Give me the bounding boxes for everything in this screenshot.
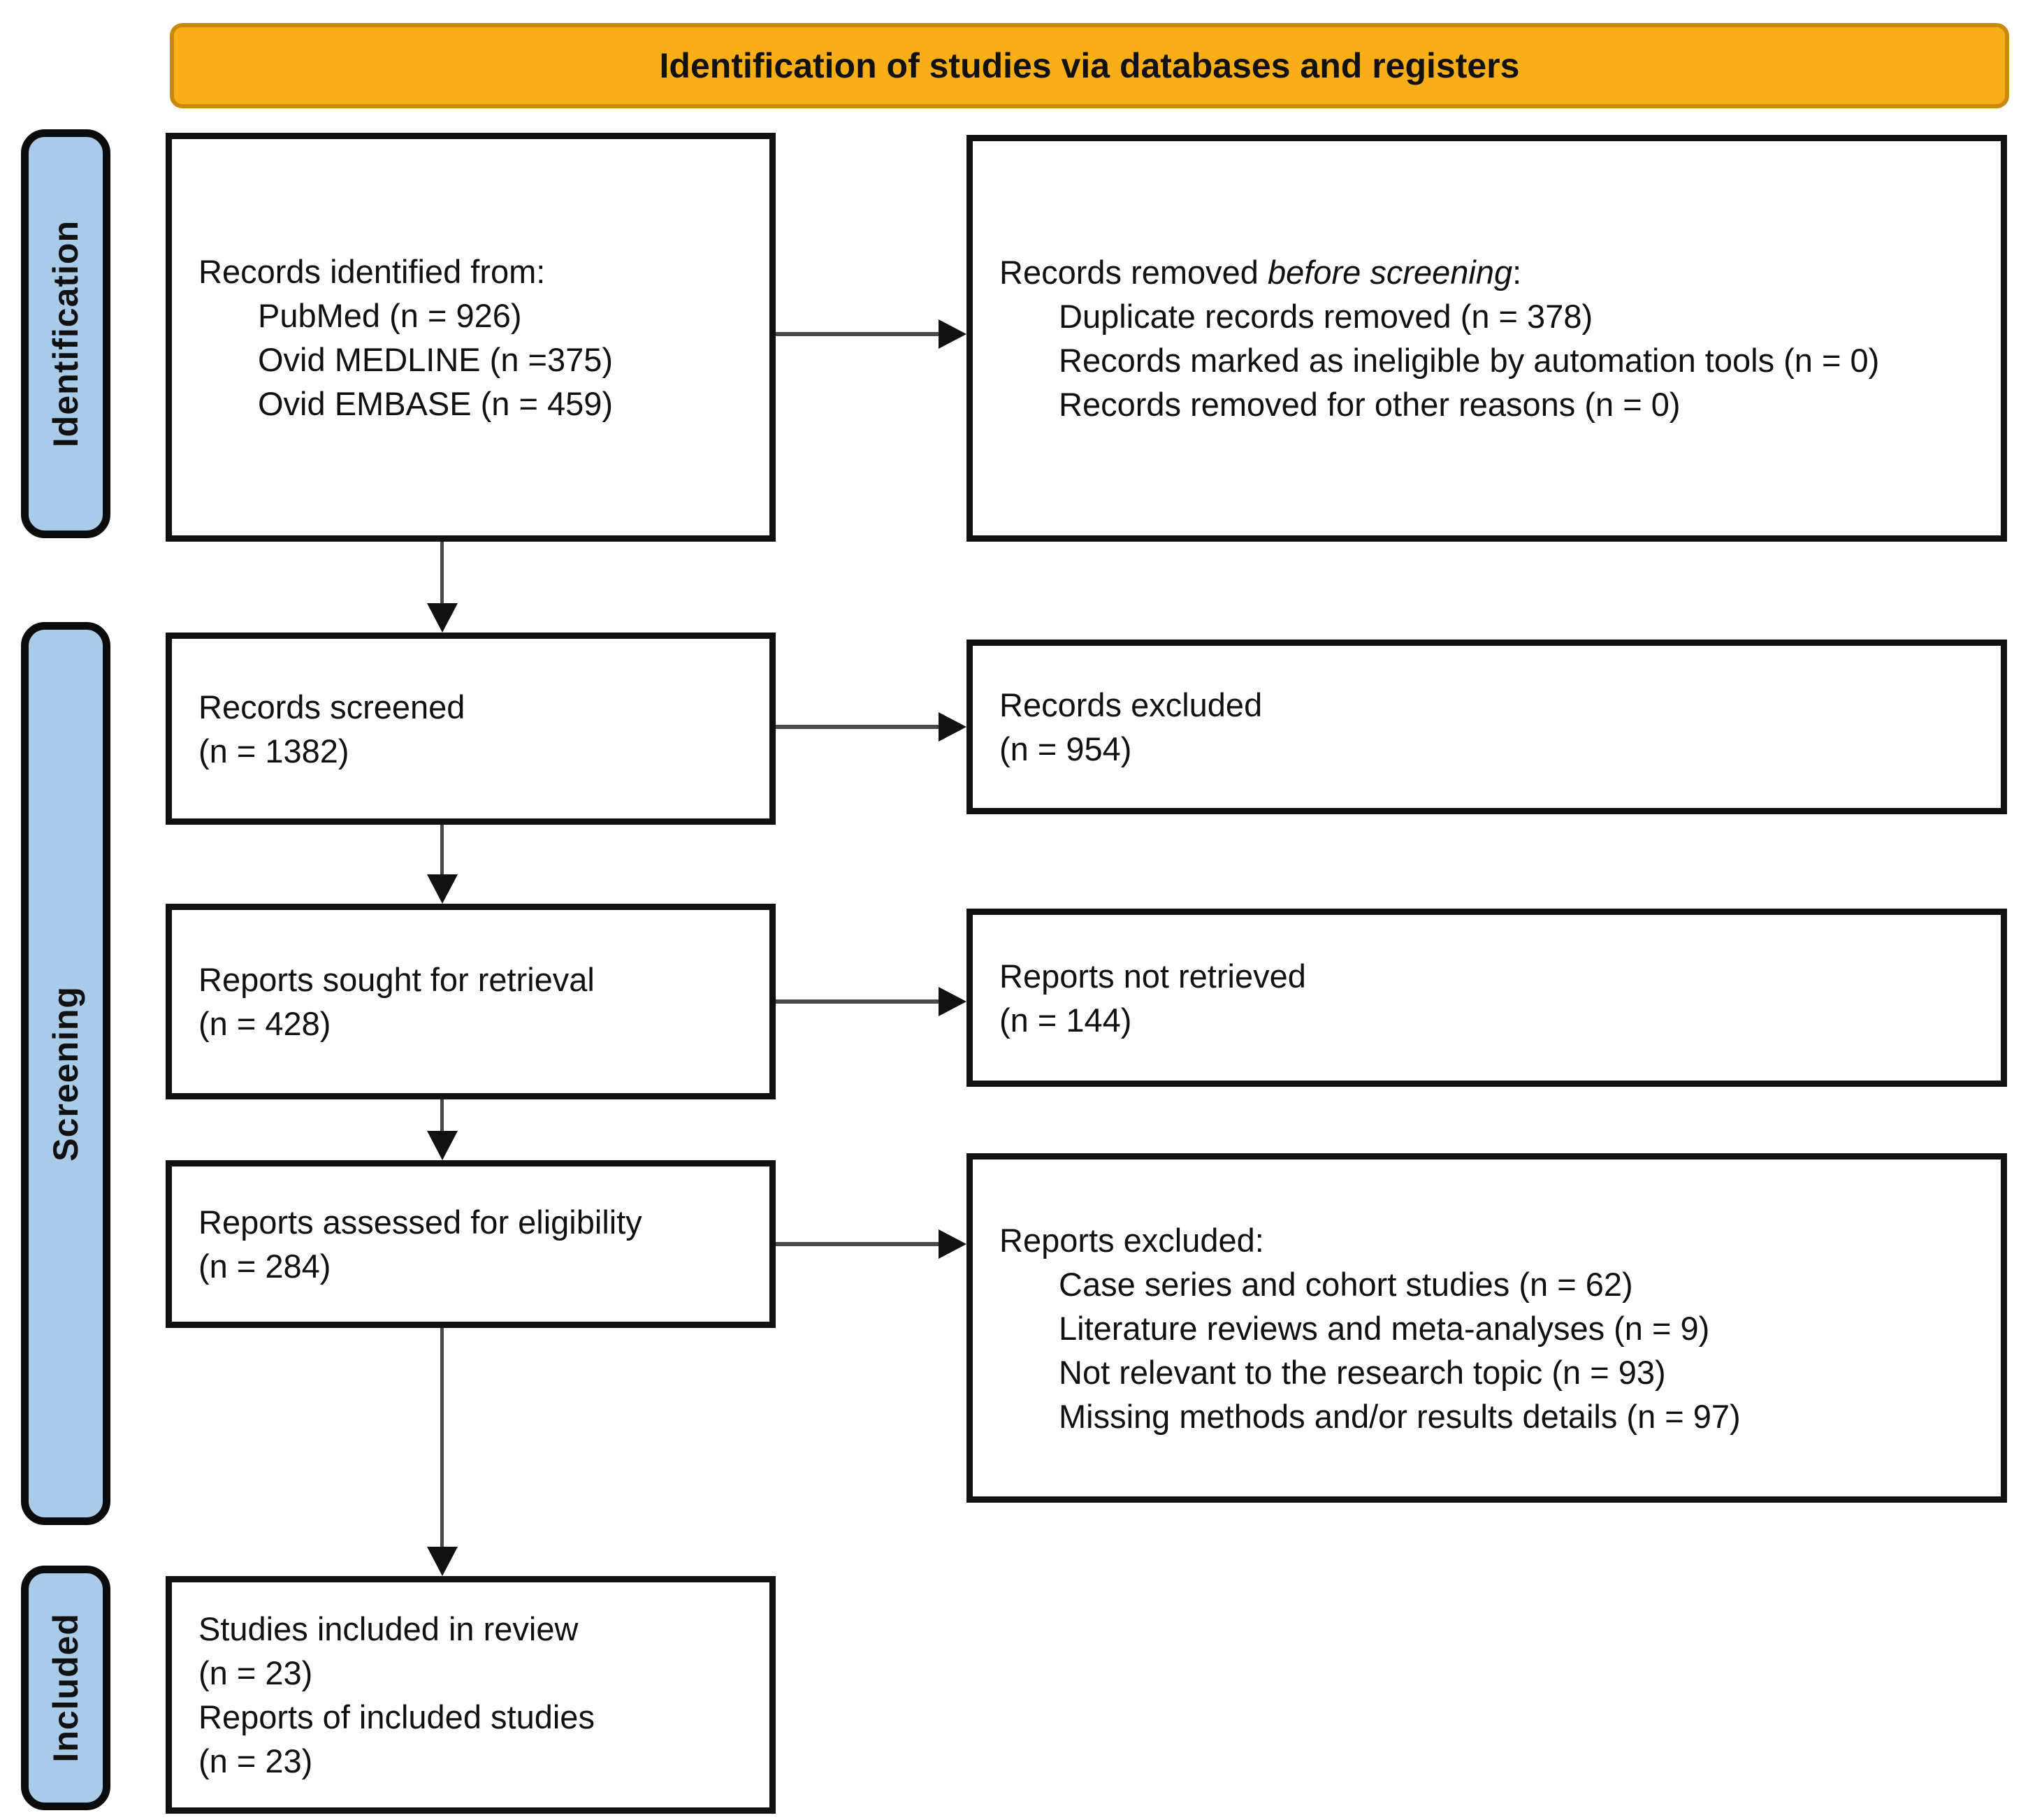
box-text-line: (n = 428) [198, 1005, 331, 1042]
box-text-line: Records removed for other reasons (n = 0… [1059, 386, 1681, 423]
box-text-line: Reports not retrieved [999, 957, 1306, 995]
box-reports-assessed-for-eligibility: Reports assessed for eligibility (n = 284… [166, 1160, 776, 1328]
banner-title: Identification of studies via databases … [659, 46, 1520, 85]
box-text-line: Records identified from: [198, 252, 546, 290]
box-text-line: (n = 1382) [198, 732, 349, 770]
banner: Identification of studies via databases … [170, 23, 2009, 108]
arrow-identified-to-removed-head-icon [939, 319, 966, 349]
box-text-line: Duplicate records removed (n = 378) [1059, 298, 1593, 335]
box-studies-included-in-review: Studies included in review (n = 23) Report… [166, 1576, 776, 1814]
box-text-line: Reports assessed for eligibility [198, 1204, 642, 1241]
arrow-screened-to-excluded-line [776, 725, 941, 729]
arrow-sought-to-assessed-head-icon [427, 1131, 458, 1160]
stage-label-included-text: Included [46, 1613, 85, 1763]
stage-label-screening-text: Screening [46, 985, 85, 1162]
box-text-line: PubMed (n = 926) [258, 296, 522, 334]
box-text-line: (n = 954) [999, 730, 1132, 767]
box-text-line: (n = 23) [198, 1654, 313, 1691]
box-text-line: Records excluded [999, 686, 1263, 723]
box-text-line: Literature reviews and meta-analyses (n … [1059, 1309, 1710, 1347]
arrow-sought-to-assessed-line [440, 1099, 444, 1134]
box-reports-excluded: Reports excluded: Case series and cohort … [966, 1153, 2007, 1503]
box-text-line: Records removed before screening: [999, 254, 1522, 291]
box-records-excluded: Records excluded (n = 954) [966, 640, 2007, 814]
box-text-line: Missing methods and/or results details (… [1059, 1397, 1741, 1435]
arrow-screened-to-excluded-head-icon [939, 712, 966, 742]
stage-label-identification: Identification [21, 129, 110, 538]
arrow-identified-to-removed-line [776, 332, 941, 336]
box-text-line: Studies included in review [198, 1610, 579, 1647]
arrow-identified-to-screened-line [440, 542, 444, 606]
box-text-line: (n = 23) [198, 1742, 313, 1779]
arrow-assessed-to-reports-excluded-head-icon [939, 1229, 966, 1259]
box-text-line: (n = 284) [198, 1248, 331, 1285]
box-reports-sought-for-retrieval: Reports sought for retrieval (n = 428) [166, 904, 776, 1099]
arrow-identified-to-screened-head-icon [427, 603, 458, 633]
box-text-line: Records marked as ineligible by automati… [1059, 342, 1880, 379]
box-text-line: Ovid MEDLINE (n =375) [258, 340, 614, 378]
arrow-sought-to-not-retrieved-head-icon [939, 987, 966, 1016]
box-text-line: Reports of included studies [198, 1698, 595, 1735]
stage-label-screening: Screening [21, 622, 110, 1525]
box-text-line: Ovid EMBASE (n = 459) [258, 384, 614, 422]
box-text-line: Case series and cohort studies (n = 62) [1059, 1265, 1633, 1303]
arrow-sought-to-not-retrieved-line [776, 999, 941, 1004]
box-text-line: Not relevant to the research topic (n = … [1059, 1353, 1666, 1391]
box-records-identified: Records identified from: PubMed (n = 926)… [166, 133, 776, 542]
arrow-assessed-to-included-head-icon [427, 1547, 458, 1576]
box-text-line: (n = 144) [999, 1001, 1132, 1039]
box-reports-not-retrieved: Reports not retrieved (n = 144) [966, 909, 2007, 1087]
box-text-line: Reports excluded: [999, 1221, 1264, 1259]
box-text-line: Reports sought for retrieval [198, 961, 595, 998]
box-records-screened: Records screened (n = 1382) [166, 633, 776, 825]
arrow-screened-to-sought-line [440, 825, 444, 877]
box-text-line: Records screened [198, 688, 465, 725]
arrow-screened-to-sought-head-icon [427, 874, 458, 904]
arrow-assessed-to-reports-excluded-line [776, 1242, 941, 1246]
arrow-assessed-to-included-line [440, 1328, 444, 1550]
stage-label-identification-text: Identification [46, 219, 85, 448]
stage-label-included: Included [21, 1566, 110, 1810]
box-records-removed-before-screening: Records removed before screening: Duplica… [966, 135, 2007, 542]
